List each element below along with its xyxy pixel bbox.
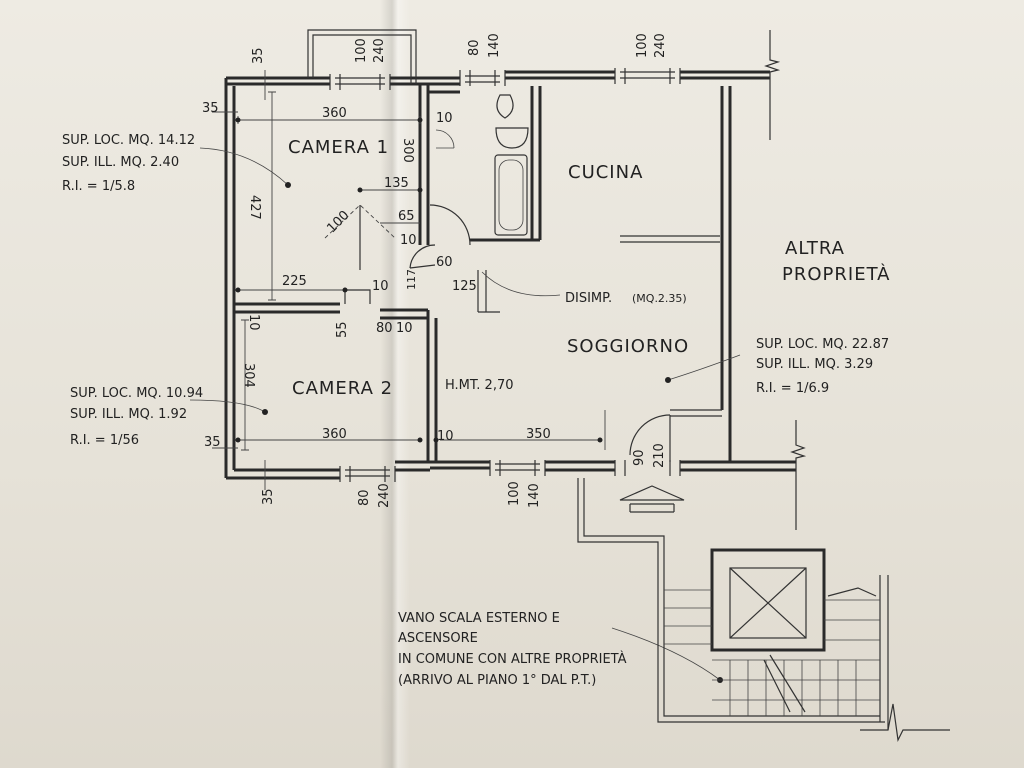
camera1-sup-loc: SUP. LOC. MQ. 14.12 bbox=[62, 133, 195, 148]
dim-225: 225 bbox=[282, 274, 307, 289]
stair-note-line1: VANO SCALA ESTERNO E bbox=[398, 611, 560, 626]
dim-10c: 10 bbox=[372, 279, 389, 294]
camera2-ri: R.I. = 1/56 bbox=[70, 433, 139, 448]
ceiling-height: H.MT. 2,70 bbox=[445, 378, 514, 393]
win2-height: 140 bbox=[487, 33, 502, 58]
window-marks bbox=[329, 68, 681, 482]
dim-80: 80 bbox=[376, 321, 393, 336]
disimp-area: (MQ.2.35) bbox=[632, 292, 687, 305]
balcony bbox=[307, 29, 417, 84]
door-height: 210 bbox=[652, 443, 667, 468]
camera1-info: SUP. LOC. MQ. 14.12 SUP. ILL. MQ. 2.40 R… bbox=[62, 133, 195, 194]
camera1-sup-ill: SUP. ILL. MQ. 2.40 bbox=[62, 155, 179, 170]
dim-10e: 10 bbox=[437, 429, 454, 444]
stair-corridor bbox=[577, 478, 950, 742]
dim-10a: 10 bbox=[436, 111, 453, 126]
dim-427: 427 bbox=[247, 195, 262, 220]
dim-125: 125 bbox=[452, 279, 477, 294]
room-label-camera2: CAMERA 2 bbox=[292, 378, 393, 399]
camera2-sup-loc: SUP. LOC. MQ. 10.94 bbox=[70, 386, 203, 401]
door-width: 90 bbox=[632, 449, 647, 466]
dim-55: 55 bbox=[335, 321, 350, 338]
dim-35-mid: 35 bbox=[204, 435, 221, 450]
stair-note: VANO SCALA ESTERNO E ASCENSORE IN COMUNE… bbox=[398, 611, 627, 688]
stair-note-line2: ASCENSORE bbox=[398, 631, 478, 646]
bathroom-fixtures bbox=[435, 94, 529, 236]
dim-10b: 10 bbox=[400, 233, 417, 248]
dim-360-top: 360 bbox=[322, 106, 347, 121]
dim-117: 117 bbox=[405, 269, 418, 290]
dim-35-top: 35 bbox=[251, 47, 266, 64]
neighbor-label: ALTRA PROPRIETÀ bbox=[782, 238, 890, 285]
camera2-sup-ill: SUP. ILL. MQ. 1.92 bbox=[70, 407, 187, 422]
stair-note-line4: (ARRIVO AL PIANO 1° DAL P.T.) bbox=[398, 673, 596, 688]
soggiorno-sup-loc: SUP. LOC. MQ. 22.87 bbox=[756, 337, 889, 352]
dim-300: 300 bbox=[400, 138, 415, 163]
dim-10f: 10 bbox=[396, 321, 413, 336]
dim-135: 135 bbox=[384, 176, 409, 191]
win3-width: 100 bbox=[635, 33, 650, 58]
win1-height: 240 bbox=[372, 38, 387, 63]
win4-height: 240 bbox=[377, 483, 392, 508]
dim-360-bottom: 360 bbox=[322, 427, 347, 442]
dim-10d: 10 bbox=[246, 314, 261, 331]
dim-100: 100 bbox=[324, 208, 352, 236]
leader-lines bbox=[189, 147, 741, 683]
dim-60: 60 bbox=[436, 255, 453, 270]
outer-walls bbox=[224, 70, 796, 480]
room-label-disimp: DISIMP. bbox=[565, 291, 612, 306]
camera2-info: SUP. LOC. MQ. 10.94 SUP. ILL. MQ. 1.92 R… bbox=[70, 386, 203, 448]
room-label-soggiorno: SOGGIORNO bbox=[567, 336, 689, 357]
neighbor-line1: ALTRA bbox=[785, 238, 845, 259]
room-label-camera1: CAMERA 1 bbox=[288, 137, 389, 158]
door-swings bbox=[324, 204, 671, 462]
soggiorno-ri: R.I. = 1/6.9 bbox=[756, 381, 829, 396]
dim-35-left: 35 bbox=[202, 101, 219, 116]
neighbor-line2: PROPRIETÀ bbox=[782, 263, 890, 285]
room-label-cucina: CUCINA bbox=[568, 162, 643, 183]
win2-width: 80 bbox=[467, 39, 482, 56]
win4-width: 80 bbox=[357, 489, 372, 506]
soggiorno-info: SUP. LOC. MQ. 22.87 SUP. ILL. MQ. 3.29 R… bbox=[756, 337, 889, 396]
stairs bbox=[664, 587, 880, 716]
camera1-ri: R.I. = 1/5.8 bbox=[62, 179, 135, 194]
soggiorno-sup-ill: SUP. ILL. MQ. 3.29 bbox=[756, 357, 873, 372]
win5-width: 100 bbox=[507, 481, 522, 506]
break-marks bbox=[764, 30, 807, 530]
stair-note-line3: IN COMUNE CON ALTRE PROPRIETÀ bbox=[398, 651, 627, 667]
room-labels: CAMERA 1 CAMERA 2 CUCINA SOGGIORNO DISIM… bbox=[288, 137, 689, 399]
dim-65: 65 bbox=[398, 209, 415, 224]
dim-35-bottom: 35 bbox=[261, 488, 276, 505]
elevator bbox=[710, 548, 826, 652]
corner-dots bbox=[235, 117, 603, 443]
win5-height: 140 bbox=[527, 483, 542, 508]
entrance-arrow bbox=[619, 485, 685, 513]
win1-width: 100 bbox=[354, 38, 369, 63]
win3-height: 240 bbox=[653, 33, 668, 58]
interior-walls bbox=[234, 84, 722, 462]
dimension-labels: 35 35 35 35 360 360 427 304 225 135 100 … bbox=[202, 33, 668, 508]
dim-350: 350 bbox=[526, 427, 551, 442]
dim-304: 304 bbox=[241, 363, 256, 388]
